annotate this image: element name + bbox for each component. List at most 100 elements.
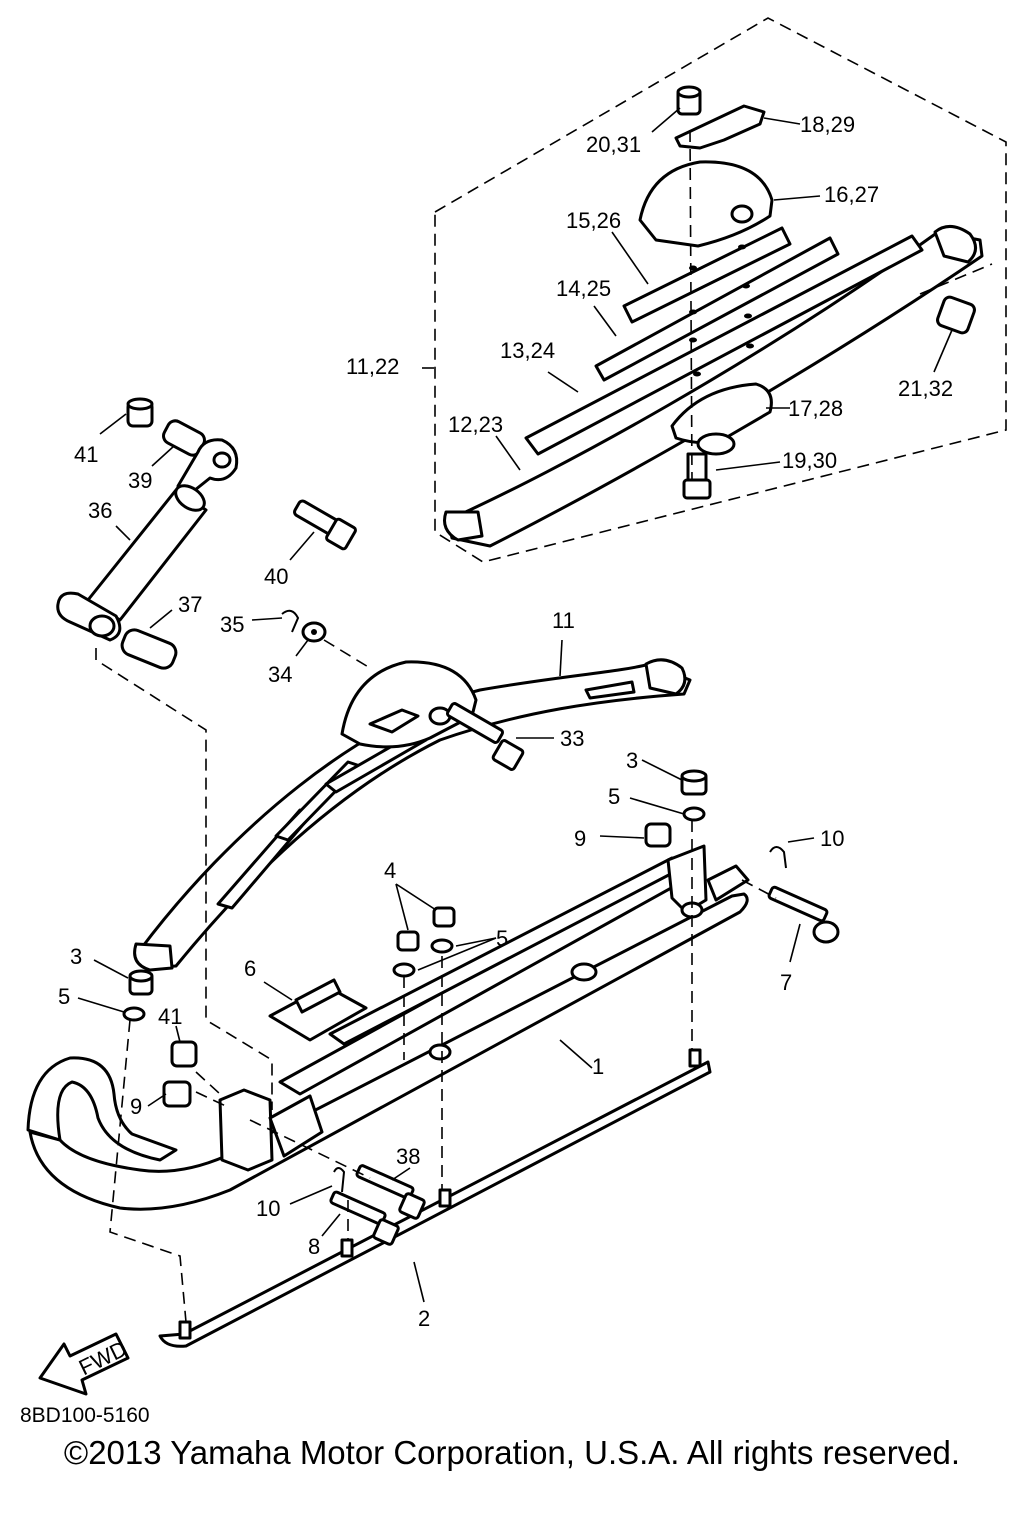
main-leaf-eye-rear [933, 225, 977, 264]
saddle-bracket-16-27 [638, 160, 774, 248]
ski-rear-flange [706, 864, 750, 902]
leader-lines [77, 107, 953, 1303]
callout-12-23: 12,23 [448, 412, 503, 437]
ski-mount-bracket-front [218, 1088, 274, 1172]
ski-hardware [122, 769, 840, 1246]
saddle-bolt-hole [730, 204, 754, 224]
spring-11-axis-line [323, 639, 371, 669]
wear-bar-body [158, 1060, 712, 1348]
fwd-arrow: FWD [38, 1332, 131, 1396]
cotter-pin-10-front [333, 1167, 346, 1193]
callout-11-22: 11,22 [346, 354, 399, 379]
shock-absorber-group [56, 397, 357, 670]
ski-tip-curl [26, 1056, 178, 1162]
bolt-8 [329, 1190, 400, 1246]
leaf-13-24 [524, 234, 924, 456]
callout-1: 1 [592, 1054, 604, 1079]
callout-11: 11 [552, 608, 575, 633]
callout-4: 4 [384, 858, 396, 883]
callout-35: 35 [220, 612, 244, 637]
callout-41-front: 41 [158, 1004, 182, 1029]
main-leaf-eye-front [443, 510, 484, 542]
bolt-33 [445, 702, 525, 771]
callout-38: 38 [396, 1144, 420, 1169]
exploded-leaf-spring-group [443, 85, 993, 548]
wear-bar-2 [158, 1048, 712, 1348]
bolt-7 [767, 885, 840, 944]
spring-11-eye-front [133, 942, 174, 972]
callout-6: 6 [244, 956, 256, 981]
callout-41-top: 41 [74, 442, 98, 467]
callout-40: 40 [264, 564, 288, 589]
bolt-19-30 [682, 452, 712, 500]
callout-19-30: 19,30 [782, 448, 837, 473]
callout-14-25: 14,25 [556, 276, 611, 301]
callout-3-left: 3 [70, 944, 82, 969]
callout-10-rear: 10 [820, 826, 844, 851]
callout-15-26: 15,26 [566, 208, 621, 233]
callout-20-31: 20,31 [586, 132, 641, 157]
bolt-40 [293, 499, 357, 551]
main-leaf-12-23 [446, 230, 984, 548]
shock-eye-hole [212, 451, 232, 469]
callout-17-28: 17,28 [788, 396, 843, 421]
ski-spindle-rail [278, 860, 702, 1096]
pad-6 [268, 978, 368, 1042]
spring-axis-line [689, 129, 693, 481]
diagram-code: 8BD100-5160 [20, 1404, 150, 1427]
bushing-41-front [170, 1040, 198, 1068]
bushing-axis-line [919, 263, 993, 295]
spring-assembly-enclosure [434, 17, 1007, 563]
shock-lower-eye-hole [88, 614, 116, 638]
washers-5-mid [392, 938, 454, 978]
callout-labels: 20,31 18,29 16,27 15,26 14,25 13,24 11,2… [58, 112, 953, 1331]
cotter-pin-35 [281, 609, 300, 633]
callout-34: 34 [268, 662, 292, 687]
bushing-9-front [162, 1080, 192, 1108]
assembly-guide-lines [95, 648, 777, 1323]
leaf-15-26 [622, 226, 792, 324]
nut-20-31 [676, 85, 702, 116]
callout-7: 7 [780, 970, 792, 995]
callout-37: 37 [178, 592, 202, 617]
wear-bar-studs [178, 1048, 702, 1340]
callout-5-mid: 5 [496, 926, 508, 951]
callout-18-29: 18,29 [800, 112, 855, 137]
ski-body [28, 892, 749, 1211]
nuts-4 [396, 906, 456, 952]
callout-33: 33 [560, 726, 584, 751]
callout-2: 2 [418, 1306, 430, 1331]
callout-36: 36 [88, 498, 112, 523]
callout-9-rear: 9 [574, 826, 586, 851]
ski-rear-bracket [666, 844, 708, 914]
callout-8: 8 [308, 1234, 320, 1259]
spring-11-clamp [368, 708, 420, 734]
spring-11-eye-rear [644, 658, 687, 696]
bolt-38 [355, 1164, 426, 1220]
lower-plate-knob [696, 432, 736, 456]
shock-body-ring [174, 484, 206, 512]
callout-21-32: 21,32 [898, 376, 953, 401]
nut-34 [301, 621, 327, 643]
ski-mid-mount-boss [428, 1043, 452, 1061]
callout-10-front: 10 [256, 1196, 280, 1221]
assembled-leaf-spring-11 [133, 609, 692, 972]
bushing-9-rear [644, 822, 672, 848]
cotter-pin-10-rear [769, 846, 787, 869]
nut-3-right [680, 769, 708, 796]
washer-5-right [682, 806, 706, 822]
callout-5-left: 5 [58, 984, 70, 1009]
ski-top-plug [570, 962, 598, 982]
washer-5-left [122, 1006, 146, 1022]
leaf-14-25 [594, 236, 840, 382]
ski-1 [26, 844, 750, 1211]
nut-41-top [126, 397, 154, 428]
collar-37 [120, 628, 178, 670]
nut-3-left [128, 969, 154, 996]
callout-13-24: 13,24 [500, 338, 555, 363]
callout-39: 39 [128, 468, 152, 493]
ski-mount-bracket-rear [268, 1094, 324, 1158]
callout-16-27: 16,27 [824, 182, 879, 207]
callout-3-right: 3 [626, 748, 638, 773]
